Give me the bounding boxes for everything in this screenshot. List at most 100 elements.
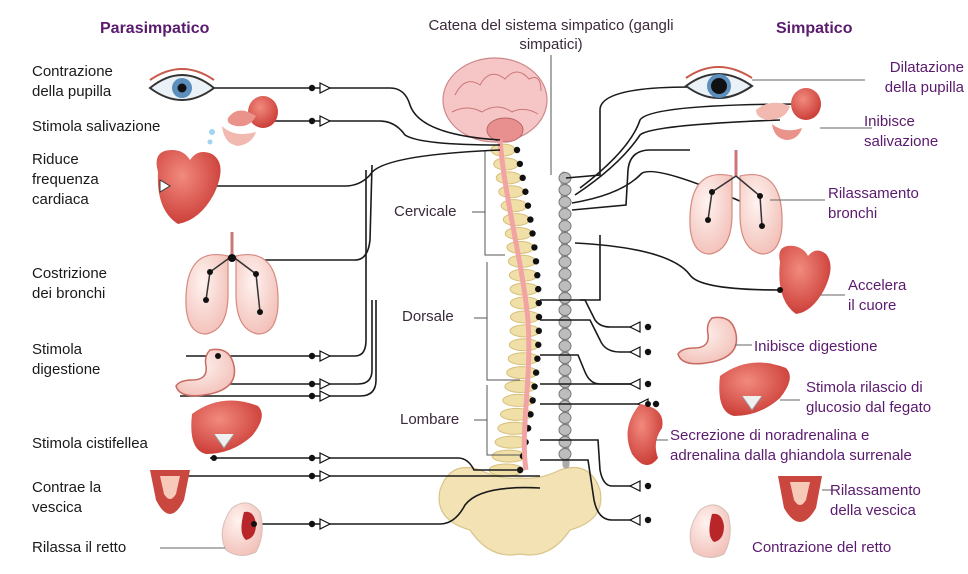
symp-label-digestion: Inibisce digestione — [754, 337, 877, 357]
sympathetic-chain-caption: Catena del sistema simpatico (gangli sim… — [428, 16, 674, 54]
sympathetic-chain — [559, 173, 571, 466]
synapse-dot — [645, 349, 651, 355]
eye-icon — [686, 67, 752, 98]
vertebra — [508, 353, 539, 365]
nerve-root-dot — [527, 411, 533, 417]
synapse-dot — [309, 521, 315, 527]
kidney-icon — [628, 401, 663, 465]
para-label-bronchi: Costrizione dei bronchi — [32, 264, 107, 304]
nerve-root-dot — [527, 216, 533, 222]
nerve-root-dot — [534, 272, 540, 278]
ganglion — [559, 221, 571, 232]
ganglion — [559, 389, 571, 400]
synapse-dot — [645, 324, 651, 330]
vertebra — [499, 186, 524, 198]
synapse-dot — [309, 473, 315, 479]
nerve-root-dot — [529, 397, 535, 403]
ganglion-arrow — [320, 379, 330, 389]
nerve-root-dot — [536, 328, 542, 334]
ganglion — [559, 317, 571, 328]
bladder-icon — [150, 470, 190, 514]
synapse-dot — [309, 118, 315, 124]
parasympathetic-title: Parasimpatico — [100, 20, 209, 38]
ganglion — [559, 425, 571, 436]
ganglion — [559, 353, 571, 364]
nerve-root-dot — [522, 189, 528, 195]
synapse-dot — [309, 381, 315, 387]
synapse-dot — [645, 483, 651, 489]
synapse-dot — [309, 353, 315, 359]
rectum-icon — [690, 505, 730, 558]
synapse-dot — [309, 85, 315, 91]
nerve-root-dot — [531, 383, 537, 389]
ganglion — [559, 269, 571, 280]
ganglion-arrow — [320, 391, 330, 401]
ganglion-arrow — [320, 83, 330, 93]
ganglion — [559, 197, 571, 208]
nerve-root-dot — [531, 244, 537, 250]
synapse-dot — [645, 381, 651, 387]
vertebra — [510, 325, 540, 337]
spine-icon — [489, 140, 542, 476]
vertebra — [494, 158, 518, 170]
nerve-root-dot — [529, 230, 535, 236]
ganglion-arrow — [630, 347, 640, 357]
parasympathetic-ganglia — [309, 83, 330, 529]
synapse-dot — [309, 455, 315, 461]
heart-icon — [157, 150, 221, 224]
ganglion-arrow — [320, 453, 330, 463]
salivary-gland-icon — [756, 88, 821, 140]
ganglion-arrow — [320, 471, 330, 481]
nerve-root-dot — [536, 314, 542, 320]
symp-label-liver: Stimola rilascio di glucosio dal fegato — [806, 378, 931, 418]
lungs-icon — [690, 150, 782, 254]
nerve-root-dot — [533, 369, 539, 375]
lungs-icon — [186, 232, 278, 334]
region-label-dorsal: Dorsale — [402, 308, 454, 325]
ganglion — [559, 365, 571, 376]
rectum-icon — [222, 503, 262, 556]
para-label-digestion: Stimola digestione — [32, 340, 100, 380]
ganglion — [559, 341, 571, 352]
salivary-gland-icon — [208, 96, 279, 146]
vertebra — [503, 214, 529, 226]
ganglion — [559, 329, 571, 340]
nerve-root-dot — [533, 258, 539, 264]
nerve-root-dot — [534, 355, 540, 361]
ganglion-arrow — [320, 116, 330, 126]
symp-label-bronchi: Rilassamento bronchi — [828, 184, 919, 224]
vertebra — [496, 172, 521, 184]
bladder-icon — [778, 476, 822, 522]
ganglion-arrow — [630, 481, 640, 491]
eye-icon — [150, 69, 214, 100]
symp-label-adrenal: Secrezione di noradrenalina e adrenalina… — [670, 426, 912, 466]
nerve-root-dot — [514, 147, 520, 153]
region-label-lumbar: Lombare — [400, 411, 459, 428]
synapse-dot — [645, 517, 651, 523]
symp-label-heart: Accelera il cuore — [848, 276, 906, 316]
liver-icon — [719, 363, 790, 416]
ganglion — [559, 185, 571, 196]
liver-icon — [191, 401, 262, 461]
ganglion — [559, 209, 571, 220]
synapse-dot — [653, 401, 659, 407]
para-label-gallbladder: Stimola cistifellea — [32, 434, 148, 454]
nerve-root-dot — [535, 286, 541, 292]
heart-icon — [777, 246, 831, 314]
vertebra — [505, 227, 532, 239]
para-label-pupil: Contrazione della pupilla — [32, 62, 113, 102]
symp-label-rectum: Contrazione del retto — [752, 538, 891, 558]
ganglion — [559, 377, 571, 388]
ganglion-arrow — [630, 379, 640, 389]
ganglion-arrow — [630, 322, 640, 332]
region-label-cervical: Cervicale — [394, 203, 457, 220]
vertebra — [501, 200, 527, 212]
synapse-dot — [309, 393, 315, 399]
ganglion-arrow — [630, 515, 640, 525]
pelvis-icon — [439, 468, 601, 556]
para-label-heart: Riduce frequenza cardiaca — [32, 150, 99, 210]
nerve-root-dot — [525, 202, 531, 208]
ganglion — [559, 413, 571, 424]
